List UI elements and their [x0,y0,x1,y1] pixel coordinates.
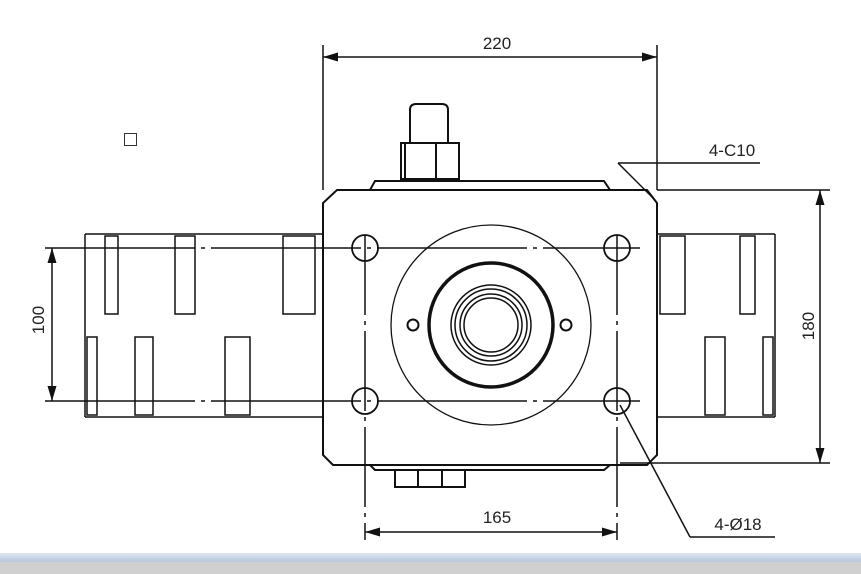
hole-callout-label: 4-Ø18 [714,515,761,534]
left-fin-block [84,233,323,418]
flange [390,224,592,426]
dim-100-label: 100 [29,306,48,334]
fitting [400,103,460,180]
window-bottom-bar [0,553,861,562]
hole-leader [619,404,775,538]
checkbox[interactable] [124,133,137,146]
chamfer-label: 4-C10 [709,141,755,160]
dim-165-label: 165 [483,508,511,527]
status-bar [0,562,861,574]
dimension-220 [322,45,658,190]
mounting-plate [322,180,658,488]
dim-220-label: 220 [483,34,511,53]
dimension-180 [620,189,830,464]
dim-180-label: 180 [799,312,818,340]
right-fin-block [657,233,776,418]
centerlines [45,235,640,540]
chamfer-leader [617,162,760,201]
